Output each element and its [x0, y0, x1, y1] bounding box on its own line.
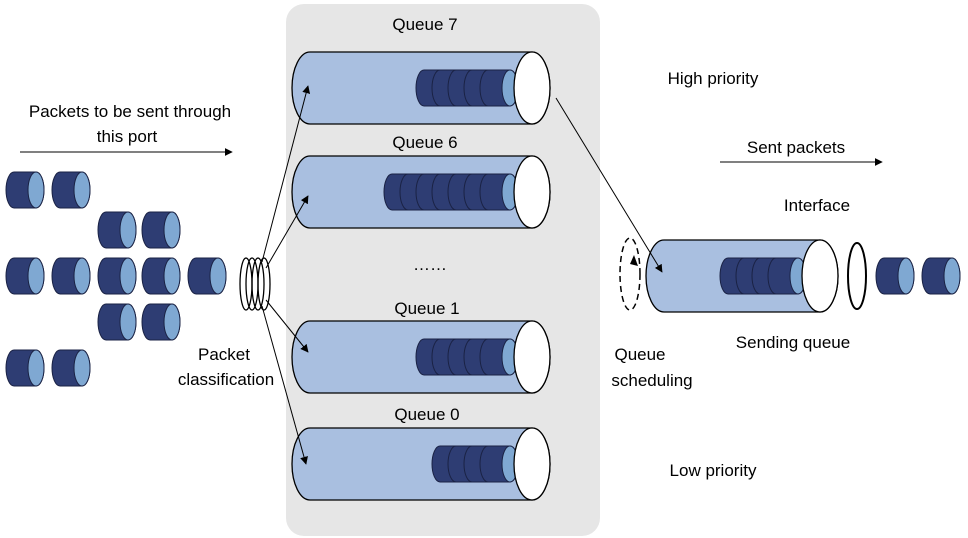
- queued-packet: [479, 69, 519, 107]
- scheduling-label-line1: Queue: [614, 345, 665, 364]
- arrow-to-queue-0: [261, 305, 308, 465]
- incoming-packet: [97, 257, 137, 295]
- queue-panel: [286, 4, 600, 536]
- high-priority-label: High priority: [668, 69, 759, 88]
- incoming-packet: [141, 257, 181, 295]
- arrow-to-queue-6: [265, 195, 309, 269]
- classification-label-line2: classification: [178, 370, 274, 389]
- queue-ellipsis: ……: [413, 255, 447, 274]
- incoming-packet: [51, 171, 91, 209]
- incoming-packet: [5, 257, 45, 295]
- sending-queue-cylinder: [645, 239, 839, 313]
- queue-0-label: Queue 0: [394, 405, 459, 424]
- incoming-packet: [51, 257, 91, 295]
- queue-7-label: Queue 7: [392, 15, 457, 34]
- incoming-packet: [5, 171, 45, 209]
- classifier-icon: [239, 257, 271, 311]
- incoming-label-line1: Packets to be sent through: [29, 102, 231, 121]
- queue-1-cylinder: [291, 320, 551, 394]
- incoming-packet: [97, 211, 137, 249]
- sent-packet: [921, 257, 961, 295]
- arrow-to-queue-7: [261, 85, 311, 263]
- sent-packets-label: Sent packets: [747, 138, 845, 157]
- incoming-packet: [141, 211, 181, 249]
- queue-6-cylinder: [291, 155, 551, 229]
- incoming-packet: [141, 303, 181, 341]
- sending-queue-label: Sending queue: [736, 333, 850, 352]
- classification-label-line1: Packet: [198, 345, 250, 364]
- incoming-packet: [187, 257, 227, 295]
- interface-ring: [847, 242, 867, 310]
- incoming-packets: [5, 171, 227, 387]
- sent-packets: [875, 257, 961, 295]
- queue-1-label: Queue 1: [394, 299, 459, 318]
- scheduling-label-line2: scheduling: [611, 371, 692, 390]
- incoming-packet: [51, 349, 91, 387]
- queued-packet: [479, 173, 519, 211]
- incoming-label-line2: this port: [97, 127, 158, 146]
- incoming-packet: [5, 349, 45, 387]
- queued-packet: [479, 445, 519, 483]
- queue-7-cylinder: [291, 51, 551, 125]
- classification-arrows: [261, 85, 311, 465]
- low-priority-label: Low priority: [670, 461, 757, 480]
- queued-packet: [479, 338, 519, 376]
- arrow-to-queue-1: [265, 299, 309, 353]
- scheduling-arrow: [555, 97, 663, 273]
- sent-packet: [875, 257, 915, 295]
- interface-label: Interface: [784, 196, 850, 215]
- incoming-packet: [97, 303, 137, 341]
- scheduling-rotation-icon: [619, 237, 641, 311]
- queue-0-cylinder: [291, 427, 551, 501]
- queued-packet: [767, 257, 807, 295]
- queue-6-label: Queue 6: [392, 133, 457, 152]
